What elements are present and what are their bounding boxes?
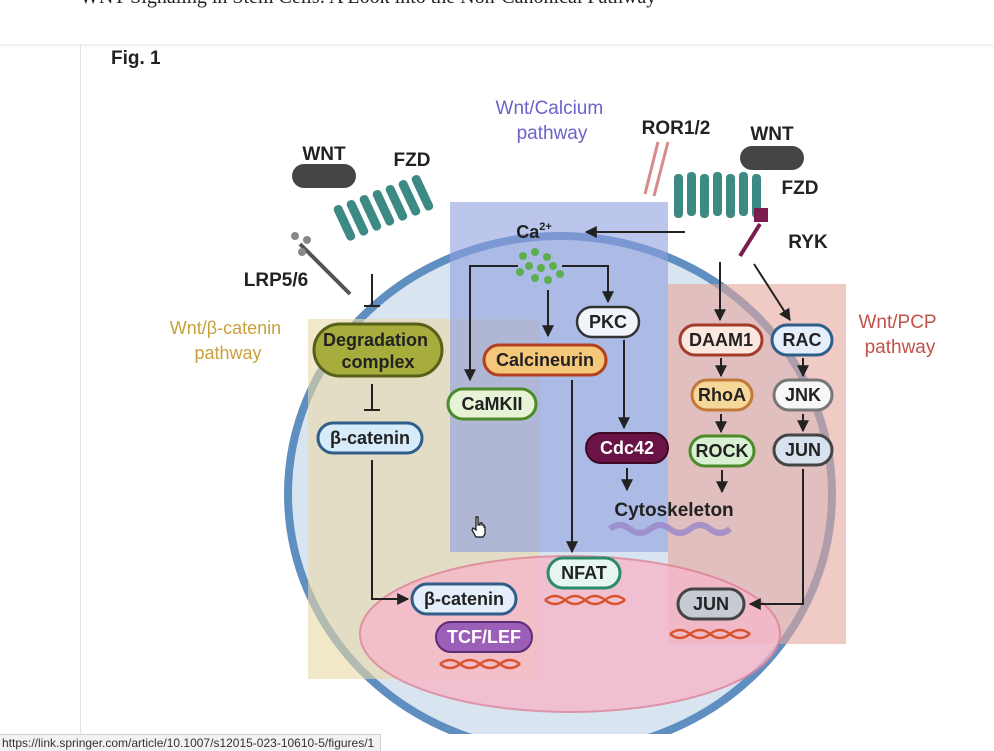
content-divider [80,44,81,750]
fzd-receptor-right [674,172,761,218]
lrp-label: LRP5/6 [244,270,308,291]
svg-text:RhoA: RhoA [698,385,746,405]
beta-catenin-pathway-label: Wnt/β-catenin pathway [170,318,286,363]
calcium-panel [450,202,668,552]
pkc-node: PKC [575,305,641,339]
wnt-left-label: WNT [302,144,346,165]
rac-node: RAC [770,323,834,357]
svg-text:DAAM1: DAAM1 [689,330,753,350]
nfat-node: NFAT [546,556,622,590]
cdc42-node: Cdc42 [585,432,669,464]
cytoskeleton-label: Cytoskeleton [614,500,733,521]
fzd-receptor-left [333,174,434,241]
calcineurin-node: Calcineurin [482,343,608,377]
fzd-left-label: FZD [394,150,431,171]
fzd-right-label: FZD [782,178,819,199]
pcp-pathway-label: Wnt/PCP pathway [858,312,941,358]
svg-text:β-catenin: β-catenin [424,589,504,609]
wnt-right-label: WNT [750,124,794,145]
jnk-node: JNK [772,378,834,412]
rock-node: ROCK [688,434,756,468]
svg-text:CaMKII: CaMKII [461,394,522,414]
degradation-complex-node: Degradation complex [312,322,444,378]
svg-text:Calcineurin: Calcineurin [496,350,594,370]
ryk-label: RYK [788,232,828,253]
pathway-arrows [364,226,809,610]
wnt-ligand-left [292,164,356,188]
svg-text:NFAT: NFAT [561,563,607,583]
dna-nfat [544,594,626,606]
dna-jun [669,628,751,640]
svg-text:β-catenin: β-catenin [330,428,410,448]
svg-text:JUN: JUN [693,594,729,614]
svg-text:TCF/LEF: TCF/LEF [447,627,521,647]
tcf-lef-node: TCF/LEF [435,621,533,653]
daam1-node: DAAM1 [678,323,764,357]
wnt-ligand-right [740,146,804,170]
svg-text:Degradation complex: Degradation complex [323,330,433,372]
pathway-figure[interactable]: Wnt/Calcium pathway Wnt/β-catenin pathwa… [140,84,960,734]
svg-text:JNK: JNK [785,385,821,405]
svg-text:JUN: JUN [785,440,821,460]
svg-text:PKC: PKC [589,312,627,332]
beta-catenin-node: β-catenin [316,421,424,455]
nuclear-jun-node: JUN [676,587,746,621]
dna-tcf [439,658,521,670]
calcium-ion-label: Ca2+ [516,221,552,242]
lrp-coreceptor [291,232,352,296]
calcium-pathway-label: Wnt/Calcium pathway [496,98,609,144]
ryk-receptor [738,208,768,258]
status-bar-url: https://link.springer.com/article/10.100… [0,734,382,751]
svg-text:RAC: RAC [783,330,822,350]
ror-label: ROR1/2 [642,118,711,139]
cytoskeleton-fiber [608,522,732,536]
camkii-node: CaMKII [446,387,538,421]
pathway-diagram: Wnt/Calcium pathway Wnt/β-catenin pathwa… [170,98,941,734]
figure-label: Fig. 1 [111,48,161,69]
pointer-cursor-icon [471,516,486,538]
article-header: WNT Signaling in Stem Cells: A Look into… [0,0,994,44]
ror-coreceptor [643,141,670,197]
jun-node: JUN [772,433,834,467]
svg-text:ROCK: ROCK [696,441,749,461]
nuclear-beta-catenin-node: β-catenin [410,582,518,616]
rhoa-node: RhoA [690,378,754,412]
calcium-ions [516,248,564,284]
page-title: WNT Signaling in Stem Cells: A Look into… [80,0,656,9]
svg-text:Cdc42: Cdc42 [600,438,654,458]
